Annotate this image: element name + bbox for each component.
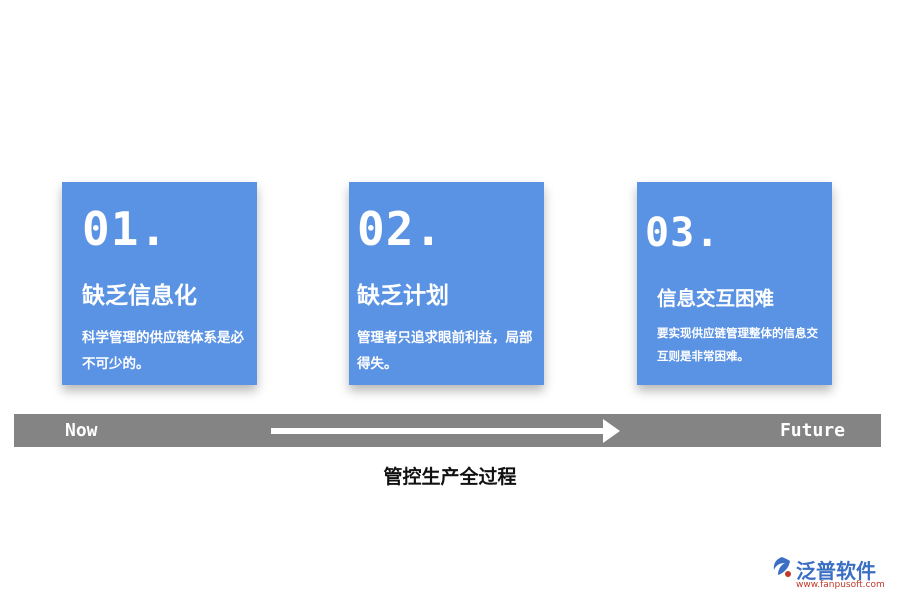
step-description: 管理者只追求眼前利益，局部得失。 — [357, 330, 533, 372]
fanpu-logo-icon — [773, 557, 791, 577]
step-number: 01. — [82, 202, 169, 256]
brand-logo: 泛普软件 www.fanpusoft.com — [770, 553, 895, 595]
step-number: 03. — [645, 210, 721, 256]
timeline-start-label: Now — [65, 420, 98, 441]
step-title: 信息交互困难 — [657, 287, 775, 310]
step-description: 要实现供应链管理整体的信息交互则是非常困难。 — [657, 326, 818, 363]
step-card-2: 02. 缺乏计划 管理者只追求眼前利益，局部得失。 — [349, 182, 544, 385]
brand-url: www.fanpusoft.com — [796, 580, 885, 590]
brand-name: 泛普软件 — [796, 559, 876, 583]
step-card-3: 03. 信息交互困难 要实现供应链管理整体的信息交互则是非常困难。 — [637, 182, 832, 385]
timeline-bar: Now Future — [14, 414, 881, 447]
arrow-right-icon — [271, 419, 620, 443]
step-title: 缺乏计划 — [357, 283, 449, 309]
step-card-1: 01. 缺乏信息化 科学管理的供应链体系是必不可少的。 — [62, 182, 257, 385]
caption: 管控生产全过程 — [383, 466, 517, 488]
step-description: 科学管理的供应链体系是必不可少的。 — [82, 330, 244, 372]
step-title: 缺乏信息化 — [82, 283, 197, 309]
step-number: 02. — [357, 202, 444, 256]
timeline-end-label: Future — [779, 420, 845, 441]
